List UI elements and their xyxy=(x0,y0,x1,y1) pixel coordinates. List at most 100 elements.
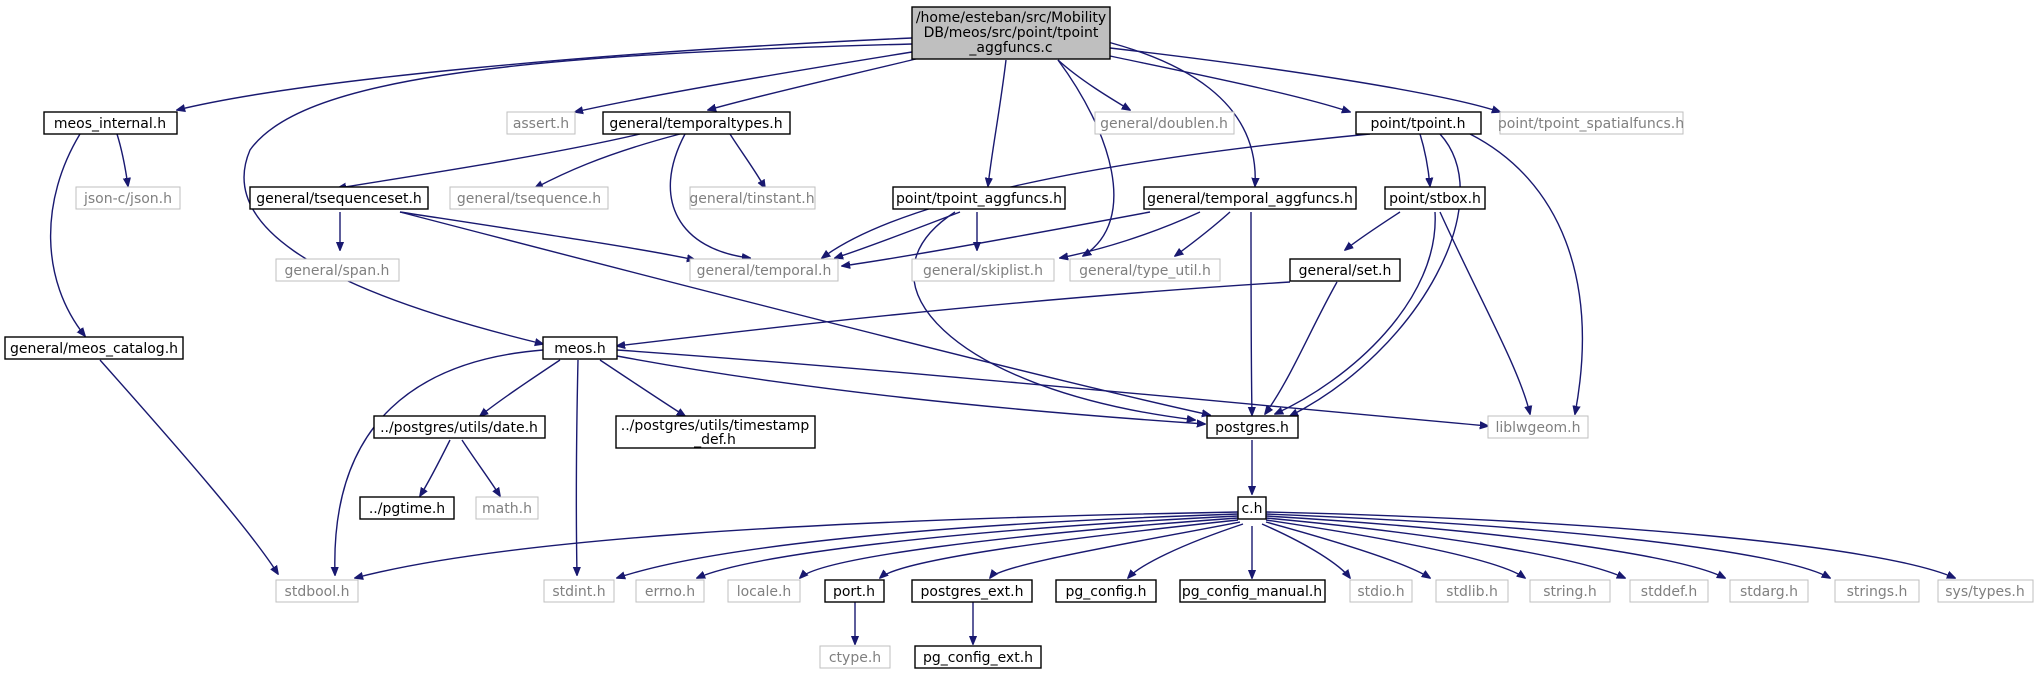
node-tinstant[interactable]: general/tinstant.h xyxy=(689,186,816,210)
nodes: /home/esteban/src/Mobility DB/meos/src/p… xyxy=(4,6,2034,669)
node-date[interactable]: ../postgres/utils/date.h xyxy=(373,415,546,439)
edge-temporaltypes-tinstant xyxy=(729,133,765,188)
node-locale[interactable]: locale.h xyxy=(727,579,801,603)
node-temporaltypes[interactable]: general/temporaltypes.h xyxy=(602,111,791,135)
date-label: ../postgres/utils/date.h xyxy=(380,420,538,436)
node-meos[interactable]: meos.h xyxy=(542,336,618,360)
node-pg-config[interactable]: pg_config.h xyxy=(1055,579,1157,603)
node-errno[interactable]: errno.h xyxy=(635,579,705,603)
node-ctype[interactable]: ctype.h xyxy=(819,645,891,669)
node-tsequence[interactable]: general/tsequence.h xyxy=(449,186,609,210)
edge-c-stdint xyxy=(617,513,1239,578)
edges xyxy=(49,37,1955,644)
edge-c-string xyxy=(1265,519,1525,578)
node-set[interactable]: general/set.h xyxy=(1289,258,1401,282)
edge-root-assert xyxy=(575,51,913,112)
node-tpoint-spatialfuncs[interactable]: point/tpoint_spatialfuncs.h xyxy=(1498,111,1684,135)
node-postgres-ext[interactable]: postgres_ext.h xyxy=(911,579,1033,603)
postgres-label: postgres.h xyxy=(1215,420,1289,436)
node-stdarg[interactable]: stdarg.h xyxy=(1729,579,1809,603)
doublen-label: general/doublen.h xyxy=(1100,116,1228,132)
edge-root-temporal-aggfuncs xyxy=(1099,39,1255,186)
edge-meos-stdbool xyxy=(335,349,544,575)
node-root-file[interactable]: /home/esteban/src/Mobility DB/meos/src/p… xyxy=(911,6,1111,60)
edge-set-meos xyxy=(617,281,1291,346)
temporal-aggfuncs-label: general/temporal_aggfuncs.h xyxy=(1147,191,1353,207)
tsequence-label: general/tsequence.h xyxy=(457,191,601,207)
node-span[interactable]: general/span.h xyxy=(275,258,400,282)
skiplist-label: general/skiplist.h xyxy=(923,263,1043,279)
node-pgtime[interactable]: ../pgtime.h xyxy=(359,496,455,520)
edge-meos-catalog-stdbool xyxy=(99,359,278,574)
edge-tpoint-postgres xyxy=(1290,133,1461,416)
node-postgres[interactable]: postgres.h xyxy=(1206,415,1299,439)
edge-meos-timestamp xyxy=(599,359,685,416)
edge-c-locale xyxy=(800,517,1239,578)
liblwgeom-label: liblwgeom.h xyxy=(1495,420,1580,436)
math-label: math.h xyxy=(482,501,532,517)
node-stdio[interactable]: stdio.h xyxy=(1349,579,1413,603)
tinstant-label: general/tinstant.h xyxy=(689,191,814,207)
json-label: json-c/json.h xyxy=(83,191,172,207)
edge-tpoint-aggfuncs-postgres xyxy=(912,211,1195,420)
edge-c-errno xyxy=(697,515,1239,578)
assert-label: assert.h xyxy=(513,116,569,132)
node-stdbool[interactable]: stdbool.h xyxy=(275,579,359,603)
node-stbox[interactable]: point/stbox.h xyxy=(1384,186,1486,210)
edge-temporaltypes-tsequence xyxy=(535,133,681,188)
timestamp-label-line2: _def.h xyxy=(693,432,736,448)
node-tpoint-aggfuncs[interactable]: point/tpoint_aggfuncs.h xyxy=(892,186,1066,210)
edge-stbox-set xyxy=(1345,211,1401,250)
node-timestamp-def[interactable]: ../postgres/utils/timestamp _def.h xyxy=(615,415,816,449)
node-pg-config-ext[interactable]: pg_config_ext.h xyxy=(914,645,1042,669)
edge-meos-internal-json xyxy=(116,133,128,186)
postgres-ext-label: postgres_ext.h xyxy=(921,584,1024,600)
edge-tsequenceset-temporal xyxy=(399,211,695,260)
node-pg-config-manual[interactable]: pg_config_manual.h xyxy=(1179,579,1326,603)
stbox-label: point/stbox.h xyxy=(1389,191,1481,207)
node-strings[interactable]: strings.h xyxy=(1834,579,1920,603)
type-util-label: general/type_util.h xyxy=(1079,263,1211,279)
strings-label: strings.h xyxy=(1847,584,1908,600)
node-tpoint[interactable]: point/tpoint.h xyxy=(1355,111,1482,135)
node-math[interactable]: math.h xyxy=(475,496,539,520)
edge-root-tpoint-spatialfuncs xyxy=(1109,47,1500,112)
node-liblwgeom[interactable]: liblwgeom.h xyxy=(1487,415,1589,439)
edge-c-stddef xyxy=(1265,517,1625,578)
node-assert[interactable]: assert.h xyxy=(506,111,576,135)
node-sys-types[interactable]: sys/types.h xyxy=(1937,579,2034,603)
tpoint-aggfuncs-label: point/tpoint_aggfuncs.h xyxy=(896,191,1062,207)
span-label: general/span.h xyxy=(285,263,390,279)
node-temporal[interactable]: general/temporal.h xyxy=(689,258,839,282)
node-meos-internal[interactable]: meos_internal.h xyxy=(43,111,178,135)
node-stddef[interactable]: stddef.h xyxy=(1629,579,1709,603)
edge-tpoint-liblwgeom xyxy=(1469,133,1583,414)
node-json[interactable]: json-c/json.h xyxy=(75,186,181,210)
node-meos-catalog[interactable]: general/meos_catalog.h xyxy=(4,336,184,360)
edge-c-sys-types xyxy=(1265,511,1955,578)
edge-tpoint-stbox xyxy=(1419,133,1430,186)
string-label: string.h xyxy=(1543,584,1597,600)
edge-c-port xyxy=(880,519,1239,578)
edge-root-temporaltypes xyxy=(708,57,921,110)
node-stdlib[interactable]: stdlib.h xyxy=(1435,579,1509,603)
edge-c-stdio xyxy=(1261,523,1350,578)
node-skiplist[interactable]: general/skiplist.h xyxy=(911,258,1055,282)
edge-temporaltypes-tsequenceset xyxy=(338,133,641,188)
stddef-label: stddef.h xyxy=(1641,584,1697,600)
node-port[interactable]: port.h xyxy=(824,579,885,603)
node-c[interactable]: c.h xyxy=(1237,496,1267,520)
node-tsequenceset[interactable]: general/tsequenceset.h xyxy=(249,186,429,210)
stdarg-label: stdarg.h xyxy=(1740,584,1798,600)
node-type-util[interactable]: general/type_util.h xyxy=(1069,258,1221,282)
node-doublen[interactable]: general/doublen.h xyxy=(1094,111,1235,135)
pg-config-manual-label: pg_config_manual.h xyxy=(1182,584,1322,600)
edge-tpoint-temporal xyxy=(822,133,1371,258)
node-stdint[interactable]: stdint.h xyxy=(543,579,615,603)
set-label: general/set.h xyxy=(1299,263,1392,279)
edge-meos-date xyxy=(480,359,561,416)
sys-types-label: sys/types.h xyxy=(1945,584,2024,600)
node-temporal-aggfuncs[interactable]: general/temporal_aggfuncs.h xyxy=(1143,186,1357,210)
node-string[interactable]: string.h xyxy=(1529,579,1611,603)
